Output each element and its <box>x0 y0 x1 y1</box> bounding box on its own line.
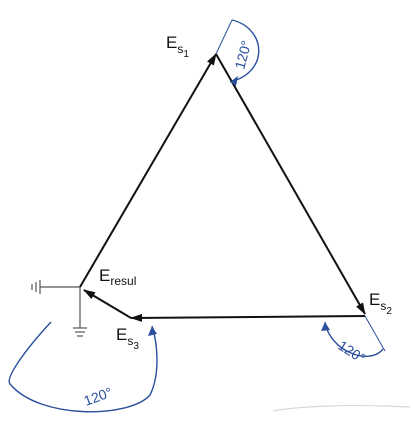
angle-arc-right <box>324 321 384 358</box>
label-es3: Es3 <box>116 325 139 352</box>
label-es2: Es2 <box>369 290 392 317</box>
phasor-resultant <box>83 289 132 319</box>
label-es1: Es1 <box>166 33 189 60</box>
angle-arrow-top <box>230 76 238 86</box>
angle-arc-bottom <box>8 321 158 413</box>
label-eresul: Eresul <box>99 266 136 288</box>
angle-label-top: 120° <box>231 39 254 71</box>
ground-vertical-icon <box>73 287 87 337</box>
angle-arrow-bottom <box>148 326 157 336</box>
angle-ray-top <box>215 19 233 55</box>
angle-arc-top <box>229 19 260 83</box>
phasor-es1-to-es2 <box>215 53 366 315</box>
phasor-es3-to-es1 <box>79 53 217 288</box>
angle-arrow-right <box>321 322 330 331</box>
angle-label-right: 120° <box>335 337 368 366</box>
ground-horizontal-icon <box>31 280 80 294</box>
angle-label-bottom: 120° <box>82 384 115 409</box>
angle-ray-right <box>364 315 386 352</box>
scan-mark <box>272 404 411 412</box>
phasor-es2-to-es3 <box>130 313 366 322</box>
